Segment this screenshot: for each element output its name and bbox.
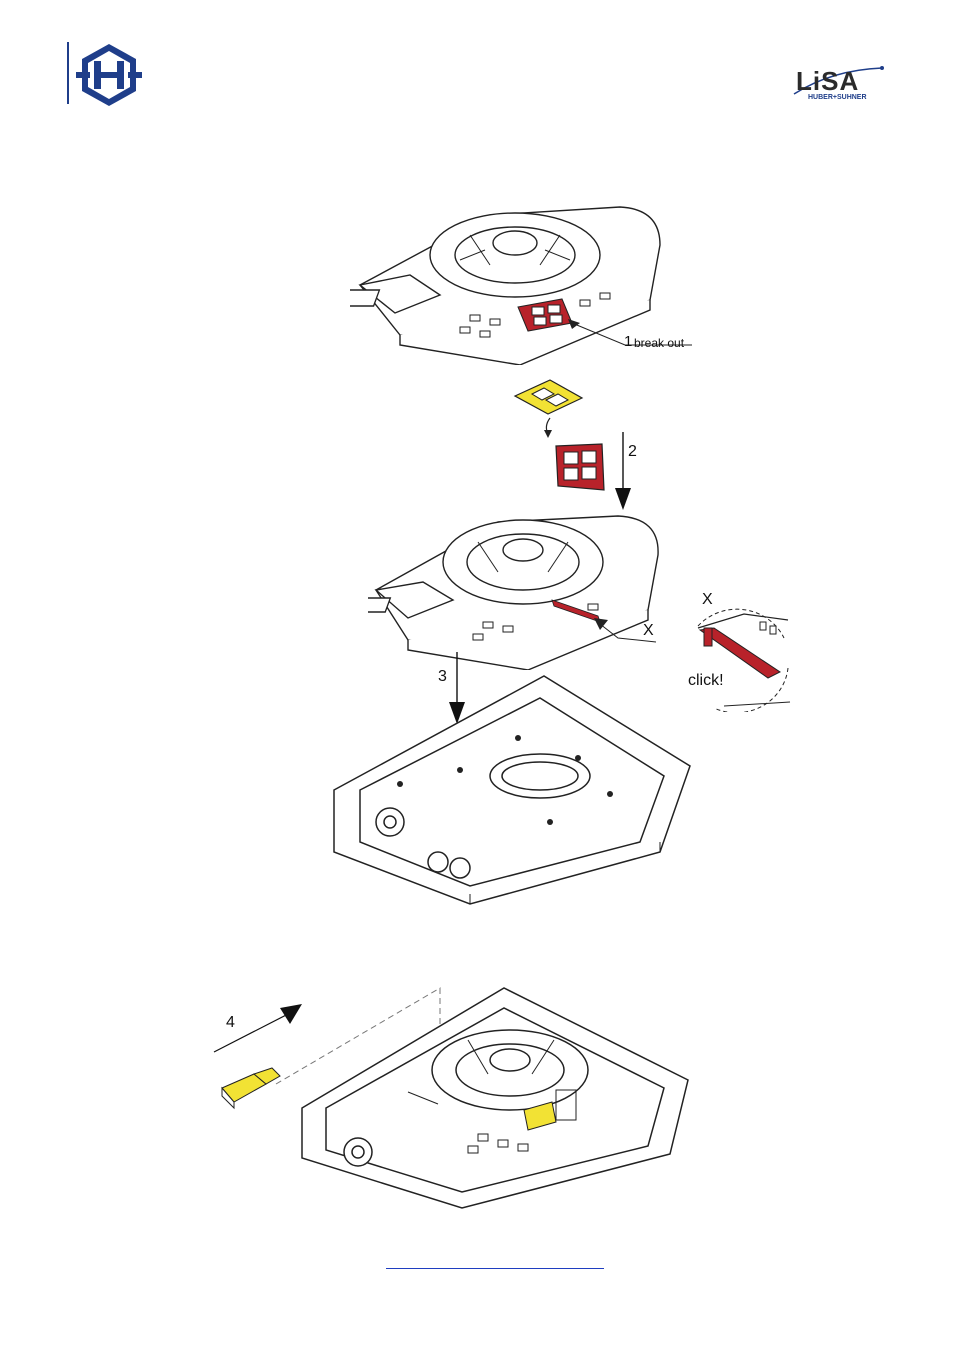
step2-number: 2 [628,443,637,461]
lisa-logo-word: LiSA [796,66,859,97]
x-marker-label: X [643,622,654,640]
step4-number: 4 [226,1014,235,1032]
red-frame [556,444,604,490]
splice-tray-installed-illustration [368,500,668,670]
base-housing-illustration [330,672,692,908]
lisa-logo: LiSA HUBER+SUHNER [792,64,886,104]
lisa-logo-sub: HUBER+SUHNER [808,94,867,101]
click-detail-illustration [684,608,794,712]
step1-number: 1 [624,333,632,350]
step1-label: break out [634,336,684,350]
footer-link[interactable] [386,1254,604,1269]
hs-hexagon-logo-icon [76,42,142,108]
click-label: click! [688,672,724,690]
header-divider [67,42,69,104]
assembled-housing-illustration [298,984,690,1210]
detail-marker-label: X [702,591,713,609]
